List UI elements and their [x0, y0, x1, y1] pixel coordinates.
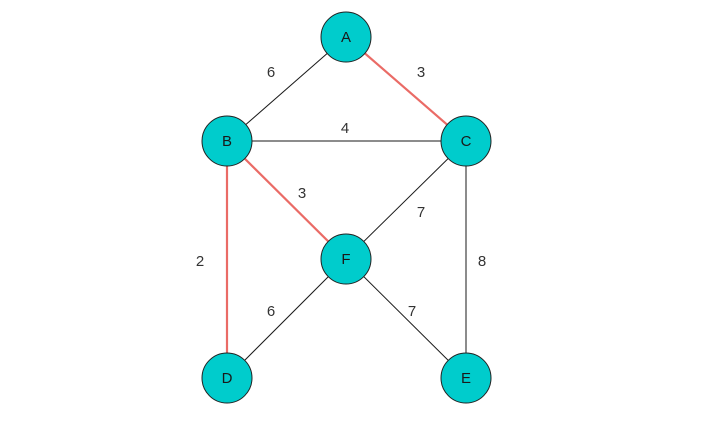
edge-weight-b-c: 4 — [341, 120, 349, 137]
edge-weight-a-b: 6 — [267, 64, 275, 81]
edge-weight-a-c: 3 — [417, 64, 425, 81]
node-e: E — [440, 352, 492, 404]
node-label: F — [341, 251, 350, 268]
edge-f-d — [226, 258, 347, 379]
node-circle — [320, 11, 372, 63]
node-label: B — [222, 133, 232, 150]
node-f: F — [320, 233, 372, 285]
edge-f-e — [345, 258, 467, 379]
edge-b-f — [226, 140, 347, 260]
edge-a-b — [226, 36, 347, 142]
node-circle — [320, 233, 372, 285]
edges-layer — [225, 36, 467, 379]
edge-a-c — [345, 36, 467, 142]
node-label: C — [461, 133, 472, 150]
node-circle — [201, 115, 253, 167]
nodes-layer: A B C F D E — [201, 11, 492, 404]
edge-weight-c-f: 7 — [417, 204, 425, 221]
edge-weight-f-e: 7 — [408, 303, 416, 320]
node-label: A — [341, 29, 351, 46]
node-c: C — [440, 115, 492, 167]
edge-c-f — [345, 140, 467, 260]
node-circle — [440, 115, 492, 167]
node-label: E — [461, 370, 471, 387]
node-circle — [201, 352, 253, 404]
edge-weight-f-d: 6 — [267, 303, 275, 320]
edge-weights-layer: 6 3 4 3 2 7 8 6 7 — [196, 64, 486, 320]
node-d: D — [201, 352, 253, 404]
edge-weight-b-f: 3 — [298, 185, 306, 202]
edge-weight-b-d: 2 — [196, 253, 204, 270]
node-label: D — [222, 370, 233, 387]
node-a: A — [320, 11, 372, 63]
node-b: B — [201, 115, 253, 167]
node-circle — [440, 352, 492, 404]
edge-weight-c-e: 8 — [478, 253, 486, 270]
